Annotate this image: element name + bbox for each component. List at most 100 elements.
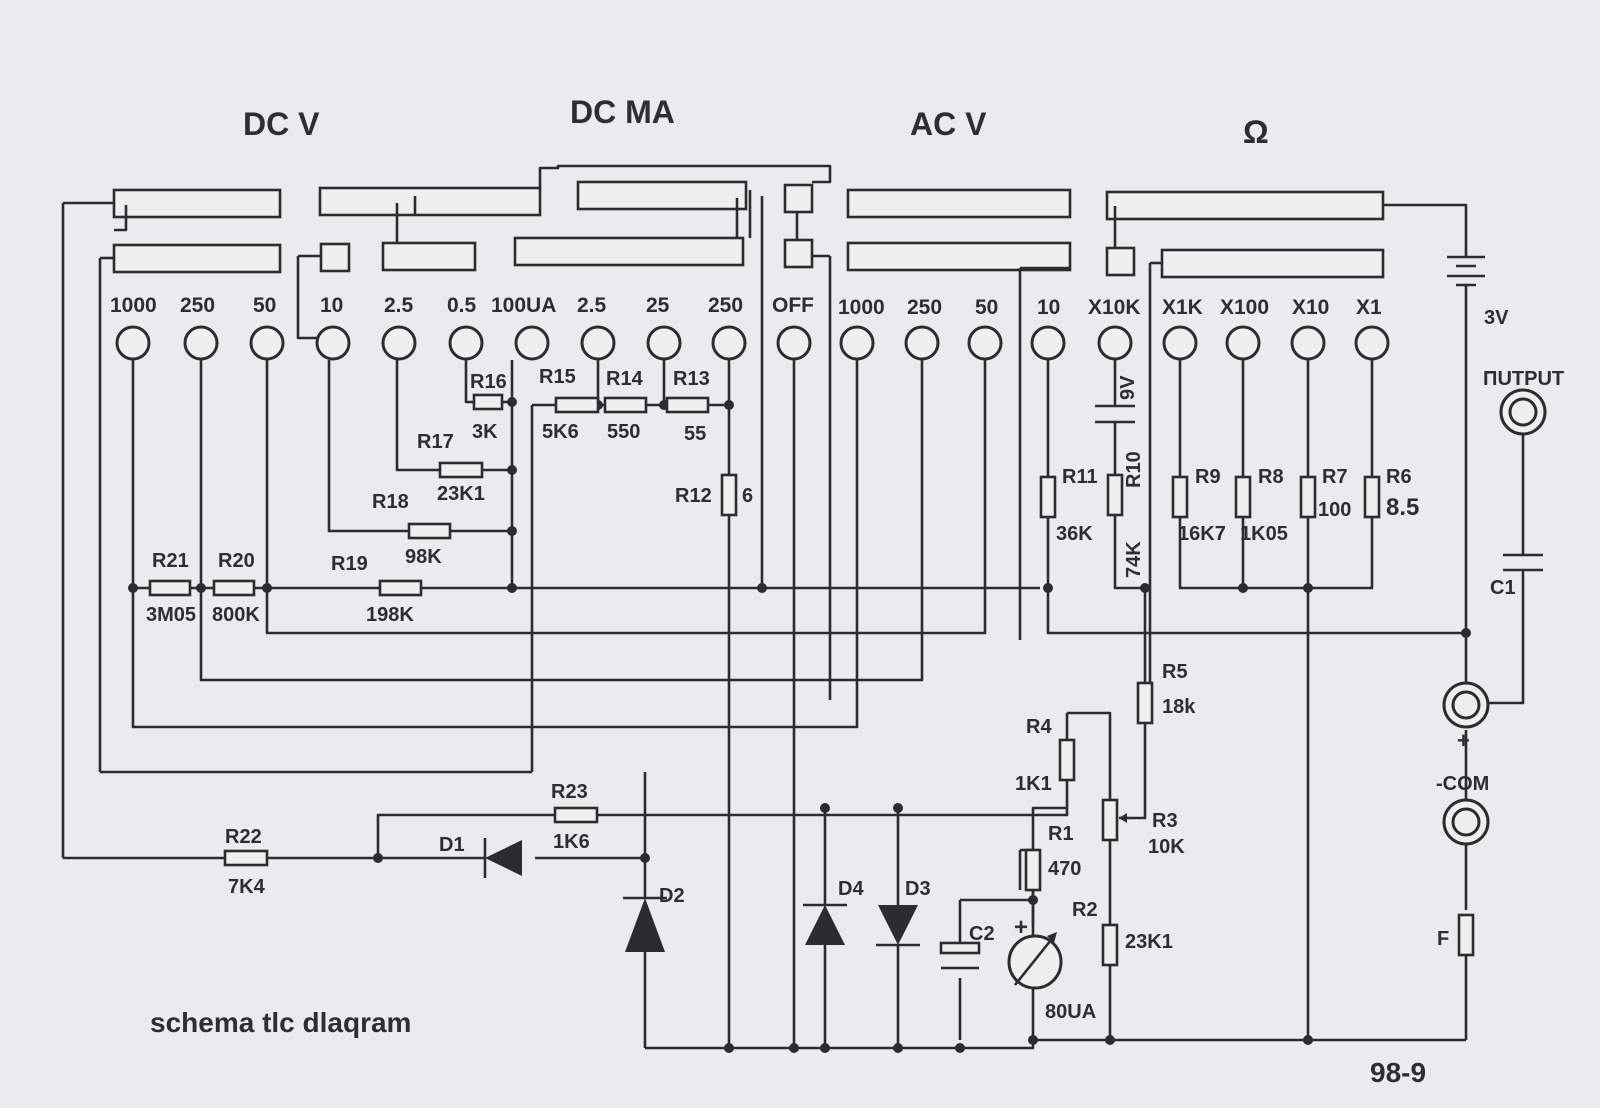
r22-ref: R22 xyxy=(225,826,262,848)
r1-ref: R1 xyxy=(1048,823,1074,845)
r14-value: 550 xyxy=(607,421,640,443)
resistor-r13 xyxy=(665,396,710,414)
r12-value: 6 xyxy=(742,485,753,507)
resistor-r22 xyxy=(223,849,269,867)
r15-ref: R15 xyxy=(539,366,576,388)
fuse-label: F xyxy=(1437,928,1449,950)
r14-ref: R14 xyxy=(606,368,644,390)
diodes xyxy=(483,838,920,952)
resistor-r5 xyxy=(1136,681,1154,725)
pos-label: X100 xyxy=(1220,296,1269,319)
r23-ref: R23 xyxy=(551,781,588,803)
resistor-r8 xyxy=(1234,475,1252,519)
r9-ref: R9 xyxy=(1195,466,1221,488)
r2-ref: R2 xyxy=(1072,899,1098,921)
capacitor-9v xyxy=(1095,404,1135,434)
diode-d4 xyxy=(805,905,845,945)
d4-ref: D4 xyxy=(838,878,864,900)
capacitor-c2 xyxy=(939,941,981,970)
diode-d2 xyxy=(625,898,665,952)
r15-value: 5K6 xyxy=(542,421,579,443)
diode-d1 xyxy=(485,840,522,876)
battery-3v xyxy=(1447,255,1485,300)
pos-label: 250 xyxy=(708,294,743,317)
r13-ref: R13 xyxy=(673,368,710,390)
r13-value: 55 xyxy=(684,423,706,445)
resistor-r6 xyxy=(1363,475,1381,519)
r3-value: 10K xyxy=(1148,836,1185,858)
resistor-r2 xyxy=(1101,923,1119,967)
section-dc-ma: DC MA xyxy=(570,94,675,130)
r18-value: 98K xyxy=(405,546,442,568)
pos-label: 10 xyxy=(1037,296,1060,319)
r3-ref: R3 xyxy=(1152,810,1178,832)
pos-label: 0.5 xyxy=(447,294,477,317)
resistor-r23 xyxy=(553,806,599,824)
r2-value: 23K1 xyxy=(1125,931,1173,953)
fuse xyxy=(1457,913,1475,957)
battery-3v-label: 3V xyxy=(1484,307,1509,329)
diagram-code: 98-9 xyxy=(1370,1057,1426,1088)
c2-label: C2 xyxy=(969,923,995,945)
r8-value: 1K05 xyxy=(1240,523,1288,545)
r16-ref: R16 xyxy=(470,371,507,393)
junction-dots xyxy=(128,397,1471,1053)
pos-label: X10K xyxy=(1088,296,1141,319)
pos-label: 1000 xyxy=(838,296,885,319)
r11-value: 36K xyxy=(1056,523,1093,545)
resistor-r3 xyxy=(1101,798,1119,842)
resistor-r15 xyxy=(554,396,600,414)
r23-value: 1K6 xyxy=(553,831,590,853)
r4-ref: R4 xyxy=(1026,716,1052,738)
pos-label: X1K xyxy=(1162,296,1203,319)
pos-label: 250 xyxy=(907,296,942,319)
r6-ref: R6 xyxy=(1386,466,1412,488)
wiring xyxy=(61,164,1525,1050)
r5-ref: R5 xyxy=(1162,661,1188,683)
diagram-title: schema tlc dlaqram xyxy=(150,1007,411,1038)
d1-ref: D1 xyxy=(439,834,465,856)
meter-plus: + xyxy=(1014,914,1028,941)
r22-value: 7K4 xyxy=(228,876,266,898)
r18-ref: R18 xyxy=(372,491,409,513)
r4-value: 1K1 xyxy=(1015,773,1052,795)
resistor-r18 xyxy=(407,522,452,540)
pos-label: OFF xyxy=(772,294,814,317)
pos-label: 50 xyxy=(975,296,998,319)
d2-ref: D2 xyxy=(659,885,685,907)
resistor-r12 xyxy=(720,473,738,517)
resistor-r20 xyxy=(212,579,256,597)
plus-label: + xyxy=(1457,728,1470,753)
section-ac-v: AC V xyxy=(910,106,987,142)
diode-d3 xyxy=(878,905,918,945)
pos-label: 1000 xyxy=(110,294,157,317)
c1-label: C1 xyxy=(1490,577,1516,599)
pos-label: 10 xyxy=(320,294,343,317)
switch-contacts xyxy=(115,325,1390,361)
pos-label: 250 xyxy=(180,294,215,317)
resistor-labels: R21 3M05 R20 800K R19 198K R18 98K R17 2… xyxy=(146,366,1419,953)
r9-value: 16K7 xyxy=(1178,523,1226,545)
resistor-r4 xyxy=(1058,738,1076,782)
com-label: -COM xyxy=(1436,773,1489,795)
resistor-r17 xyxy=(438,461,484,479)
pos-label: X10 xyxy=(1292,296,1329,319)
resistor-r16 xyxy=(472,393,504,411)
r6-value: 8.5 xyxy=(1386,494,1419,521)
r10-ref: R10 xyxy=(1123,451,1145,488)
pos-label: 2.5 xyxy=(384,294,414,317)
switch-position-labels: 1000 250 50 10 2.5 0.5 100UA 2.5 25 250 … xyxy=(110,294,1382,319)
r7-ref: R7 xyxy=(1322,466,1348,488)
meter-value-label: 80UA xyxy=(1045,1001,1096,1023)
r8-ref: R8 xyxy=(1258,466,1284,488)
pos-label: X1 xyxy=(1356,296,1382,319)
resistor-r1 xyxy=(1024,848,1042,892)
resistor-r21 xyxy=(148,579,192,597)
resistor-r11 xyxy=(1039,475,1057,519)
r20-ref: R20 xyxy=(218,550,255,572)
r3-wiper-arrow xyxy=(1119,813,1127,823)
switch-bus-bars xyxy=(112,180,1385,279)
output-jacks xyxy=(1442,388,1547,846)
diode-labels: D1 D2 D4 D3 xyxy=(439,834,931,907)
